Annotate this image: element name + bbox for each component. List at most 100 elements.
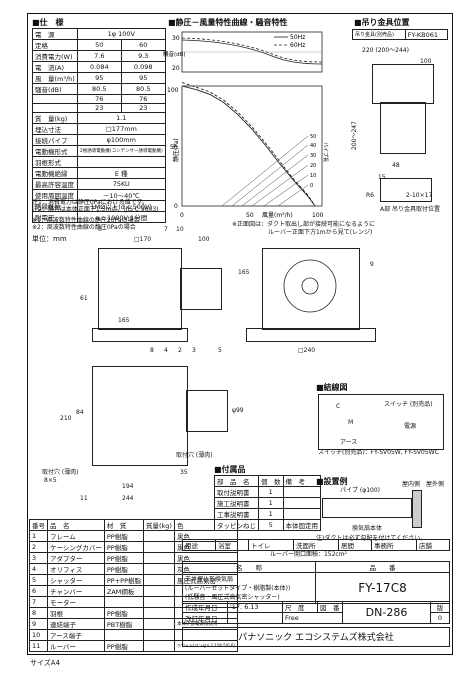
scale-label: 尺 度 bbox=[282, 601, 318, 613]
wiring-m-label: M bbox=[348, 419, 354, 426]
installation-pipe-label: パイプ (φ100) bbox=[340, 487, 380, 494]
wiring-title: ■結線図 bbox=[316, 383, 348, 392]
wiring-power-label: 電源 bbox=[404, 423, 417, 430]
acc-cell bbox=[282, 497, 321, 509]
mount-title: ■吊り金具位置 bbox=[354, 18, 410, 27]
acc-cell bbox=[282, 486, 321, 498]
noise-curve-60 bbox=[181, 37, 323, 63]
acc-cell: 1 bbox=[258, 497, 284, 509]
dim-35: 35 bbox=[180, 469, 188, 476]
parts-cell: 4 bbox=[29, 563, 48, 575]
duct-note-2: ルーバー正面下方1mから見て(レンジ) bbox=[268, 229, 373, 236]
callout-4: 4 bbox=[164, 347, 168, 354]
parts-cell: PBT樹脂 bbox=[103, 618, 145, 630]
spec-cell: 76 bbox=[76, 93, 122, 105]
mount-hole-drawing bbox=[380, 178, 432, 202]
acc-cell: 取付説明書 bbox=[214, 486, 259, 498]
wiring-diagram bbox=[318, 394, 444, 450]
spec-cell: 50 bbox=[76, 39, 122, 51]
usage-cell: 事務所 bbox=[370, 539, 417, 551]
parts-cell bbox=[103, 596, 145, 608]
side-view-louver bbox=[92, 328, 188, 342]
mount-v-label: 200～247 bbox=[351, 121, 358, 150]
front-view-fan bbox=[283, 259, 337, 313]
pipe-value-40: 40 bbox=[310, 143, 316, 149]
parts-cell: PP樹脂 bbox=[103, 530, 145, 542]
revised-label: 改訂年月日 bbox=[182, 612, 228, 624]
pipe-value-20: 20 bbox=[310, 163, 316, 169]
pipe-resistance-curve bbox=[231, 144, 309, 207]
mount-hole-dim: 8×5 bbox=[44, 477, 57, 484]
spec-cell: 電動機絶縁 bbox=[32, 167, 78, 180]
acc-cell: 5 bbox=[258, 519, 284, 531]
front-view-body bbox=[262, 248, 360, 330]
dim-165-side: 165 bbox=[118, 317, 130, 324]
pressure-tick-0: 0 bbox=[174, 203, 178, 210]
parts-header: 色 bbox=[173, 519, 238, 531]
spec-note-2: 注2：騒音は本体正面下1.5m点、(JIS C 9603) bbox=[32, 206, 159, 213]
mount-dim-slot: 2-10×17 bbox=[406, 192, 433, 199]
dim-84: 84 bbox=[76, 409, 84, 416]
usage-cell: 洗面所 bbox=[292, 539, 339, 551]
parts-header: 材 質 bbox=[103, 519, 145, 531]
product-number: FY-17C8 bbox=[315, 572, 450, 604]
pressure-tick-100: 100 bbox=[167, 87, 179, 94]
dim-244: 244 bbox=[122, 495, 134, 502]
spec-cell: 80.5 bbox=[120, 83, 166, 95]
callout-6: 6 bbox=[98, 226, 102, 233]
duct-note-1: ※正面図は：ダクト取出し部が接続可能になるように bbox=[232, 221, 376, 228]
spec-cell: 7.6 bbox=[76, 50, 122, 62]
callout-10: 10 bbox=[176, 226, 184, 233]
pressure-curve-50hz bbox=[181, 85, 316, 207]
installation-indoor-label: 屋内側 bbox=[402, 481, 421, 488]
parts-cell bbox=[143, 563, 175, 575]
parts-cell: PP樹脂 bbox=[103, 640, 145, 652]
spec-cell: 消費電力(W) bbox=[32, 50, 78, 62]
spec-cell bbox=[32, 103, 78, 114]
usage-cell: 浴室 bbox=[215, 539, 250, 551]
acc-cell: 1 bbox=[258, 508, 284, 520]
spec-row: 質 量(kg)1.1 bbox=[32, 112, 166, 125]
noise-curve-50 bbox=[181, 39, 323, 65]
mount-dim-100: 100 bbox=[420, 58, 432, 65]
parts-cell: PP樹脂 bbox=[103, 552, 145, 564]
spec-cell bbox=[32, 93, 78, 105]
pipe-length-label: パイプ長 bbox=[322, 142, 328, 162]
spec-cell: 75KU bbox=[76, 178, 166, 191]
sheet-value: 0 bbox=[430, 612, 450, 624]
pipe-resistance-curve bbox=[251, 164, 309, 207]
parts-cell bbox=[143, 541, 175, 553]
product-name-2: (ルーバーセットタイプ・樹脂製(本体)) bbox=[185, 584, 291, 592]
parts-cell: PP樹脂 bbox=[103, 541, 145, 553]
name-header: 名 称 bbox=[182, 561, 316, 573]
parts-cell: モーター bbox=[47, 596, 105, 608]
callout-5: 5 bbox=[218, 347, 222, 354]
noise-tick-30: 30 bbox=[172, 35, 180, 42]
unit-label: 単位：mm bbox=[32, 235, 67, 243]
wiring-switch-model: スイッチ(別売品)：FY-SV05W, FY-SV05WC bbox=[318, 449, 439, 456]
parts-cell: 10 bbox=[29, 629, 48, 641]
parts-cell: 2 bbox=[29, 541, 48, 553]
mount-bracket-drawing bbox=[372, 64, 434, 104]
legend-60hz: 60Hz bbox=[290, 42, 305, 49]
installation-duct bbox=[322, 498, 412, 518]
spec-cell: 電動機形式 bbox=[32, 145, 78, 158]
spec-cell: 最高許容温度 bbox=[32, 178, 78, 191]
spec-cell: 耐電圧 bbox=[32, 211, 78, 224]
scale-value: Free bbox=[282, 612, 343, 624]
mount-dim-r6: R6 bbox=[366, 192, 374, 199]
parts-cell bbox=[143, 607, 175, 619]
parts-cell: シャッター bbox=[47, 574, 105, 586]
spec-cell: 60 bbox=[120, 39, 166, 51]
parts-cell: チャンバー bbox=[47, 585, 105, 597]
drawing-number: DN-286 bbox=[342, 601, 431, 624]
spec-cell bbox=[76, 156, 166, 169]
spec-row: 羽根形式 bbox=[32, 156, 166, 169]
